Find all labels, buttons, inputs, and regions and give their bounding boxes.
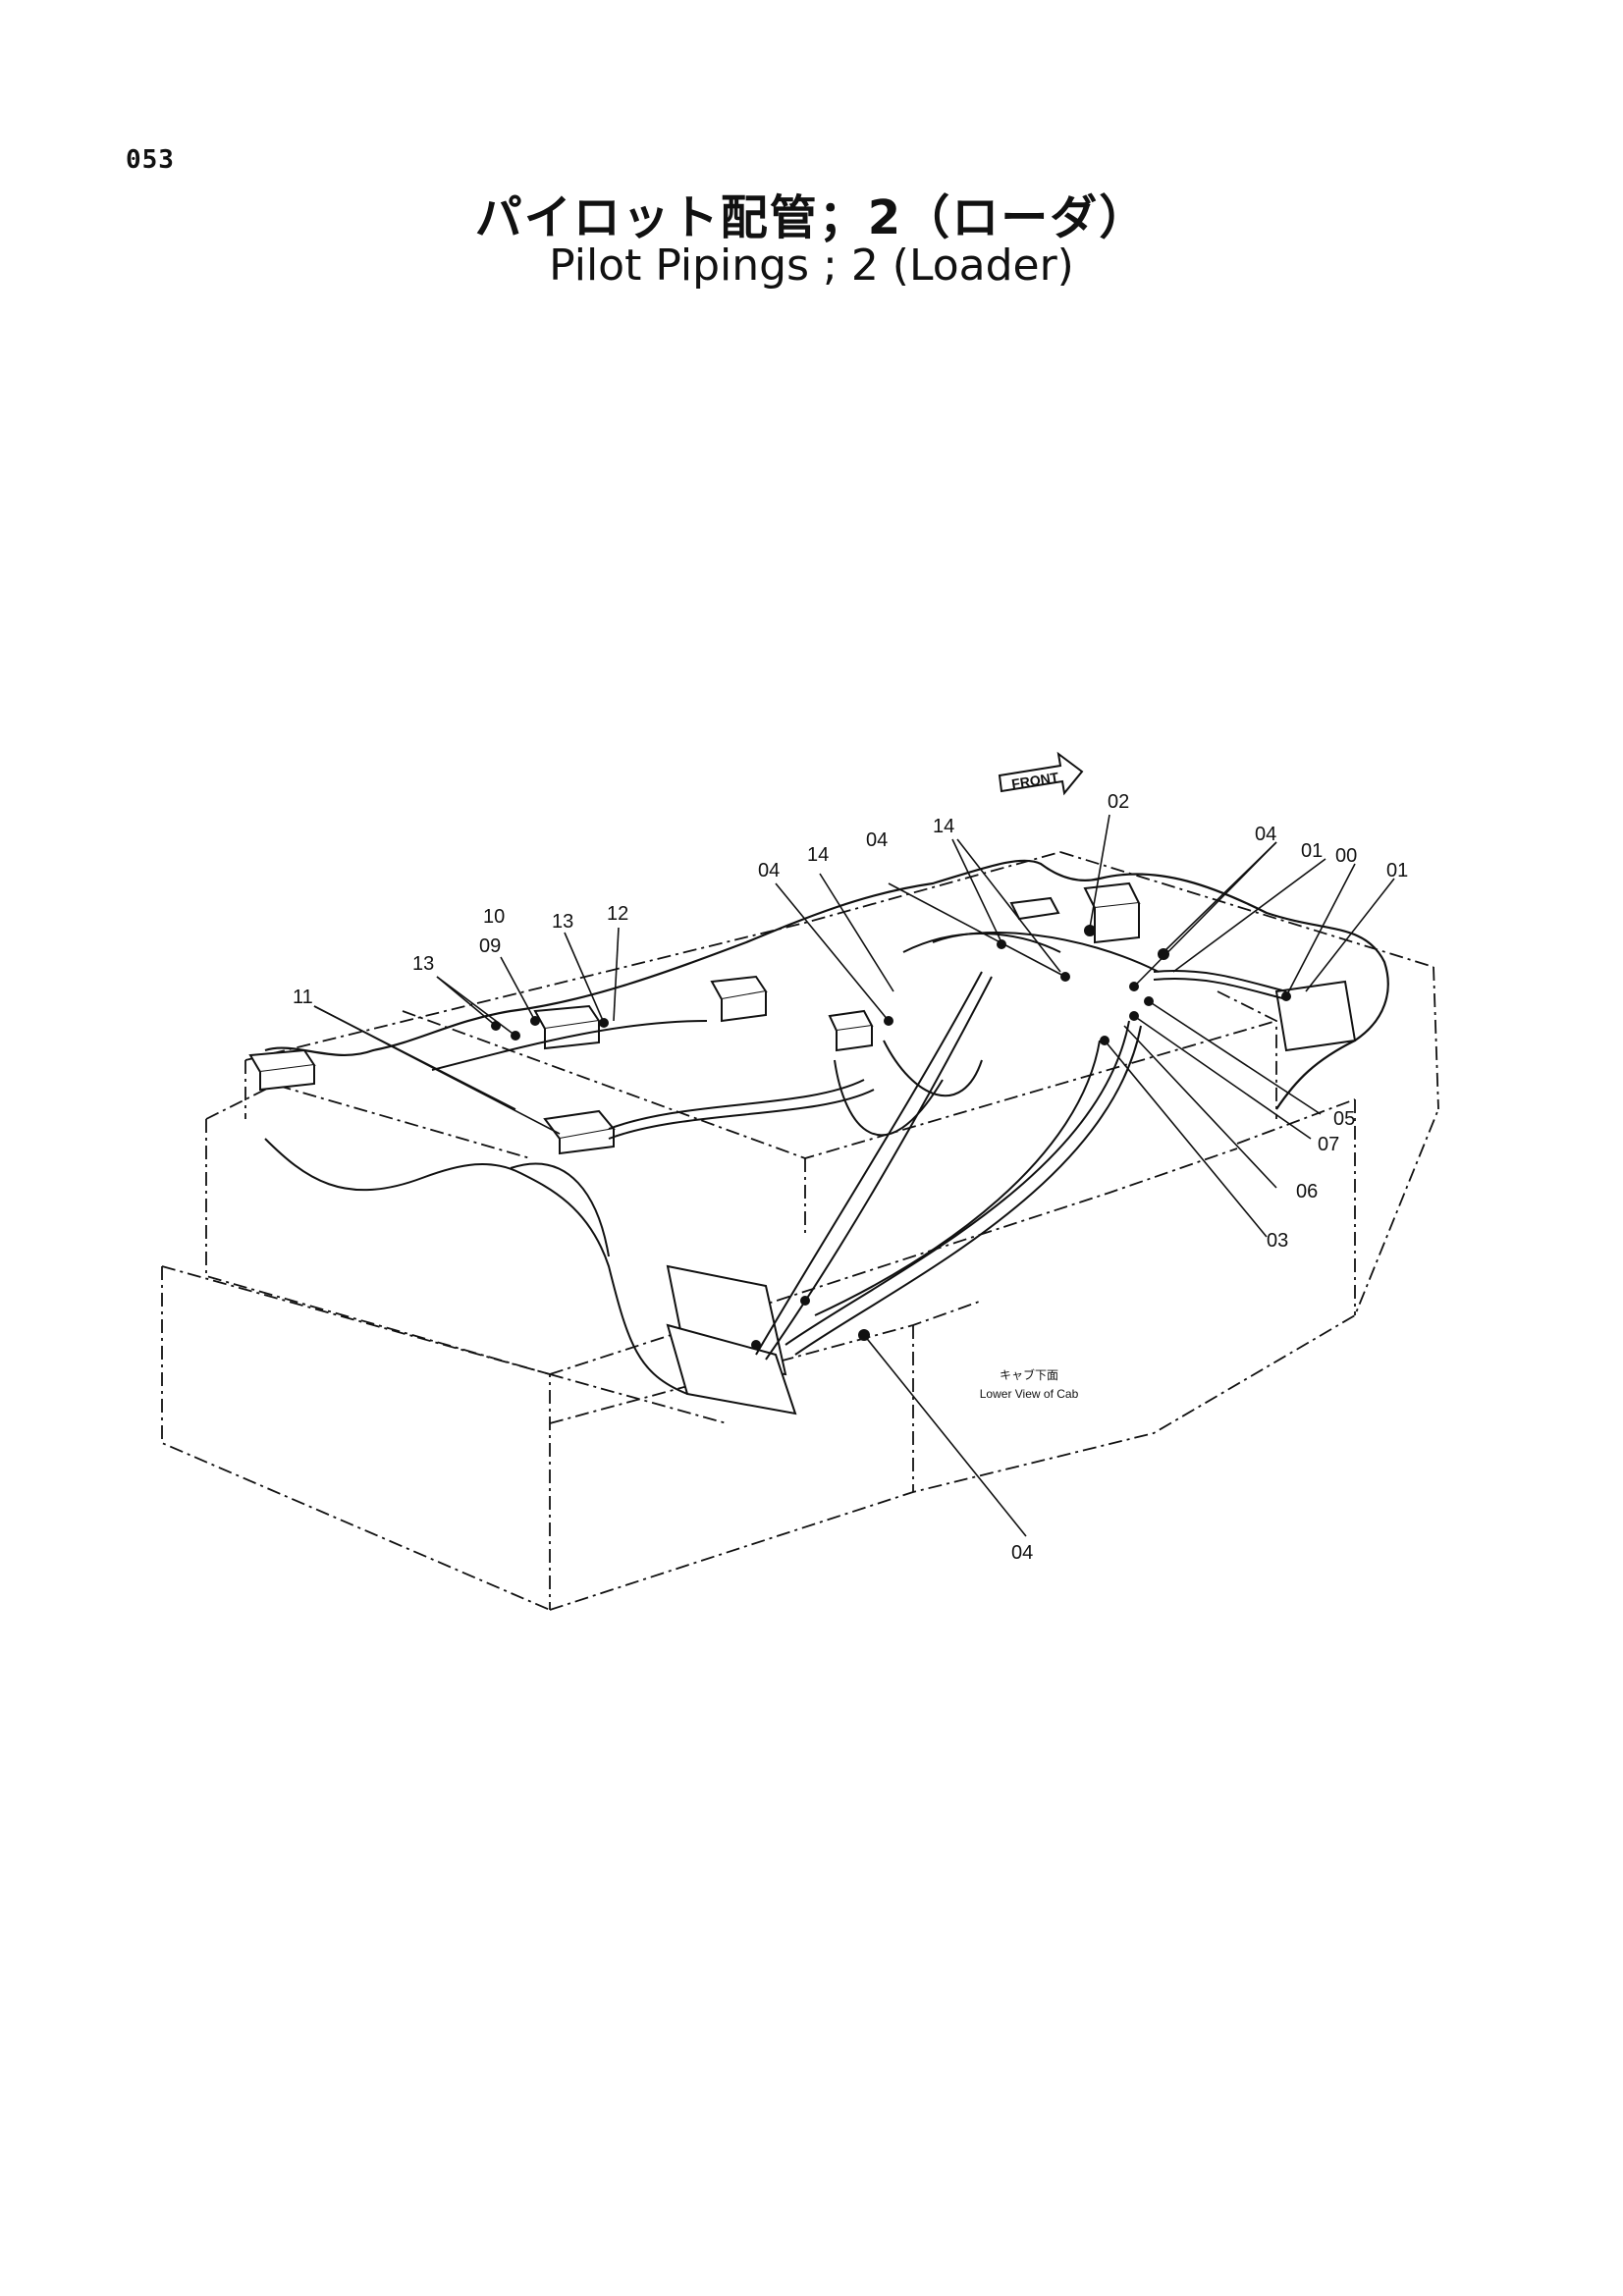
floor-panel (264, 859, 1389, 1110)
title-english: Pilot Pipings ; 2 (Loader) (549, 240, 1074, 291)
callout-04: 04 (758, 860, 780, 881)
page-number: 053 (126, 145, 175, 175)
callout-13: 13 (412, 953, 434, 975)
callout-05: 05 (1333, 1108, 1355, 1130)
part-callouts: 02 14 04 14 04 04 01 00 01 10 09 13 12 1… (293, 791, 1408, 1564)
front-arrow: FRONT (998, 751, 1084, 796)
view-label-english: Lower View of Cab (980, 1387, 1079, 1401)
valve-02 (1009, 881, 1141, 944)
callout-03: 03 (1267, 1230, 1288, 1252)
callout-02: 02 (1108, 791, 1129, 813)
bracket-right (1274, 980, 1357, 1052)
callout-04: 04 (1011, 1542, 1033, 1564)
title-japanese: パイロット配管；2（ローダ） (474, 190, 1149, 245)
block-left (248, 1048, 316, 1092)
leader-lines (313, 814, 1395, 1537)
callout-04: 04 (866, 829, 888, 851)
valve-center (828, 1009, 874, 1052)
fittings (491, 925, 1291, 1350)
callout-14: 14 (807, 844, 829, 866)
callout-13: 13 (552, 911, 573, 933)
cab-outline (161, 851, 1439, 1611)
callout-01: 01 (1301, 840, 1323, 862)
valve-09 (533, 1004, 601, 1050)
hose-bundle (431, 932, 1287, 1361)
callout-10: 10 (483, 906, 505, 928)
callout-06: 06 (1296, 1181, 1318, 1202)
view-label-japanese: キャブ下面 (1000, 1367, 1058, 1382)
callout-01: 01 (1386, 860, 1408, 881)
valve-center-left (710, 975, 768, 1023)
callout-14: 14 (933, 816, 954, 837)
pipe-bundle-left (264, 1138, 688, 1395)
callout-04: 04 (1255, 824, 1276, 845)
bracket-lower (666, 1264, 797, 1415)
callout-00: 00 (1335, 845, 1357, 867)
callout-07: 07 (1318, 1134, 1339, 1155)
front-label: FRONT (1010, 769, 1060, 791)
callout-12: 12 (607, 903, 628, 925)
callout-11: 11 (293, 987, 313, 1008)
callout-09: 09 (479, 935, 501, 957)
